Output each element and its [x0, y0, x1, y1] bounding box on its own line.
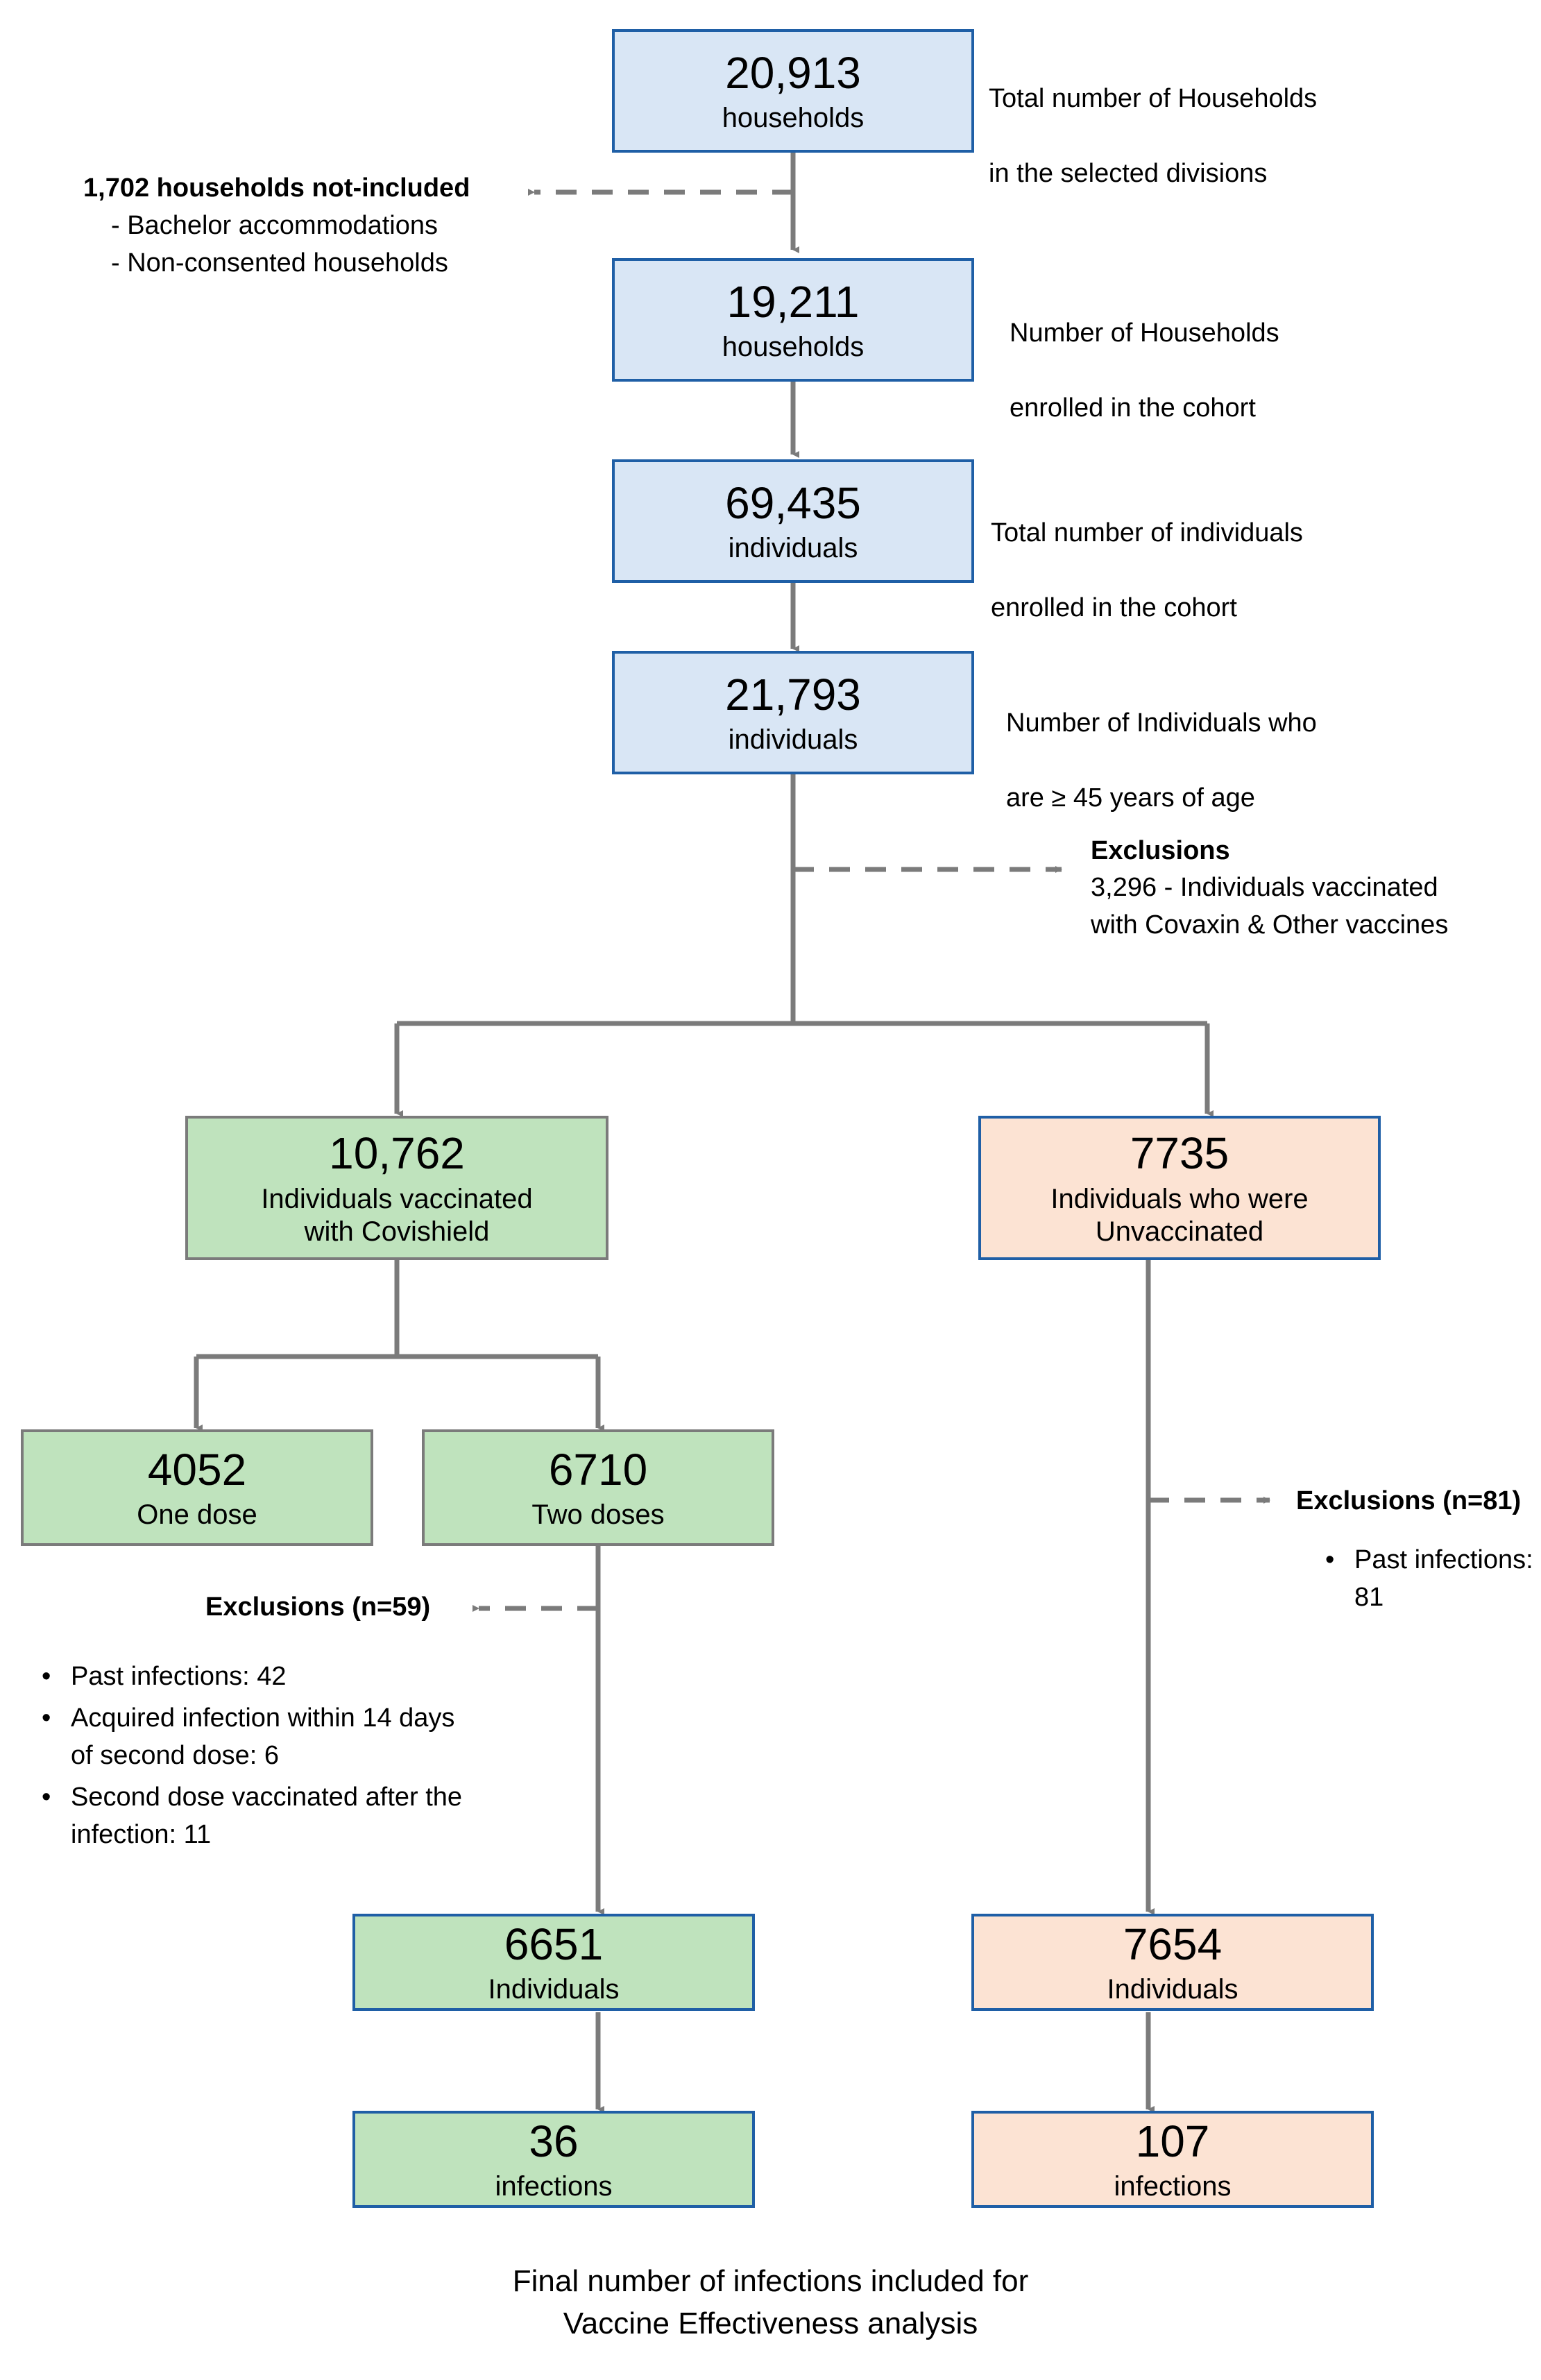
node-label: individuals [728, 724, 858, 756]
node-label: One dose [137, 1499, 257, 1531]
annotation-line: Number of Individuals who [1006, 708, 1317, 738]
exclusion-two-doses-list: Past infections: 42 Acquired infection w… [35, 1658, 465, 1858]
node-label: infections [1114, 2171, 1232, 2202]
node-vax-individuals[interactable]: 6651 Individuals [352, 1914, 755, 2011]
exclusion-unvaccinated-list: Past infections: 81 [1318, 1542, 1541, 1621]
list-item: Acquired infection within 14 days of sec… [42, 1700, 465, 1775]
node-value: 10,762 [329, 1128, 465, 1179]
node-label: households [722, 103, 865, 134]
node-value: 6651 [504, 1919, 604, 1969]
node-value: 20,913 [725, 47, 861, 98]
node-value: 4052 [147, 1444, 247, 1495]
node-value: 19,211 [726, 276, 860, 327]
node-value: 107 [1135, 2116, 1210, 2166]
node-vax-infections[interactable]: 36 infections [352, 2111, 755, 2208]
node-one-dose[interactable]: 4052 One dose [21, 1429, 373, 1546]
exclusion-vaccines-title: Exclusions [1091, 836, 1230, 865]
list-item: Past infections: 42 [42, 1658, 465, 1696]
annotation-individuals-enrolled: Total number of individuals enrolled in … [991, 477, 1490, 665]
exclusion-unvaccinated-title: Exclusions (n=81) [1296, 1486, 1522, 1515]
exclusion-line: with Covaxin & Other vaccines [1091, 910, 1449, 940]
node-two-doses[interactable]: 6710 Two doses [422, 1429, 774, 1546]
node-individuals-45plus[interactable]: 21,793 individuals [612, 651, 974, 774]
node-individuals-enrolled[interactable]: 69,435 individuals [612, 459, 974, 583]
node-label-2: Unvaccinated [1095, 1216, 1264, 1247]
annotation-households-total: Total number of Households in the select… [989, 43, 1488, 230]
node-label: households [722, 332, 865, 363]
list-item: Second dose vaccinated after the infecti… [42, 1779, 465, 1854]
exclusion-households-note: 1,702 households not-included - Bachelor… [83, 170, 555, 282]
node-label: Individuals who were [1050, 1183, 1309, 1214]
node-unvax-individuals[interactable]: 7654 Individuals [971, 1914, 1374, 2011]
annotation-line: enrolled in the cohort [1010, 393, 1256, 423]
node-value: 7735 [1130, 1128, 1229, 1179]
node-households-total[interactable]: 20,913 households [612, 29, 974, 153]
node-label: Individuals vaccinated [261, 1183, 533, 1214]
node-label: Two doses [531, 1499, 665, 1531]
annotation-line: are ≥ 45 years of age [1006, 783, 1255, 813]
exclusion-vaccines-body: 3,296 - Individuals vaccinated with Cova… [1091, 869, 1541, 944]
node-value: 69,435 [725, 477, 861, 528]
caption-line-2: Vaccine Effectiveness analysis [563, 2306, 978, 2340]
exclusion-line: 3,296 - Individuals vaccinated [1091, 873, 1438, 902]
annotation-households-enrolled: Number of Households enrolled in the coh… [1010, 278, 1509, 465]
node-label-2: with Covishield [304, 1216, 490, 1247]
node-label: infections [495, 2171, 613, 2202]
annotation-line: Number of Households [1010, 318, 1279, 348]
exclusion-two-doses-title: Exclusions (n=59) [205, 1592, 431, 1622]
node-value: 7654 [1123, 1919, 1223, 1969]
node-label: Individuals [488, 1974, 620, 2005]
node-covishield[interactable]: 10,762 Individuals vaccinated with Covis… [185, 1116, 608, 1260]
exclusion-headline: 1,702 households not-included [83, 173, 470, 203]
node-value: 36 [529, 2116, 579, 2166]
annotation-individuals-45plus: Number of Individuals who are ≥ 45 years… [1006, 668, 1506, 855]
node-unvaccinated[interactable]: 7735 Individuals who were Unvaccinated [978, 1116, 1381, 1260]
node-label: individuals [728, 533, 858, 564]
annotation-line: Total number of individuals [991, 518, 1303, 547]
exclusion-item: - Non-consented households [111, 248, 448, 278]
caption-line-1: Final number of infections included for [512, 2264, 1029, 2298]
node-value: 21,793 [725, 669, 861, 720]
node-label: Individuals [1107, 1974, 1238, 2005]
annotation-line: Total number of Households [989, 83, 1318, 113]
node-households-enrolled[interactable]: 19,211 households [612, 258, 974, 382]
list-item: Past infections: 81 [1325, 1542, 1541, 1617]
node-unvax-infections[interactable]: 107 infections [971, 2111, 1374, 2208]
annotation-line: enrolled in the cohort [991, 593, 1237, 622]
annotation-line: in the selected divisions [989, 158, 1268, 188]
figure-caption: Final number of infections included for … [0, 2261, 1541, 2345]
exclusion-item: - Bachelor accommodations [111, 210, 438, 240]
node-value: 6710 [548, 1444, 648, 1495]
